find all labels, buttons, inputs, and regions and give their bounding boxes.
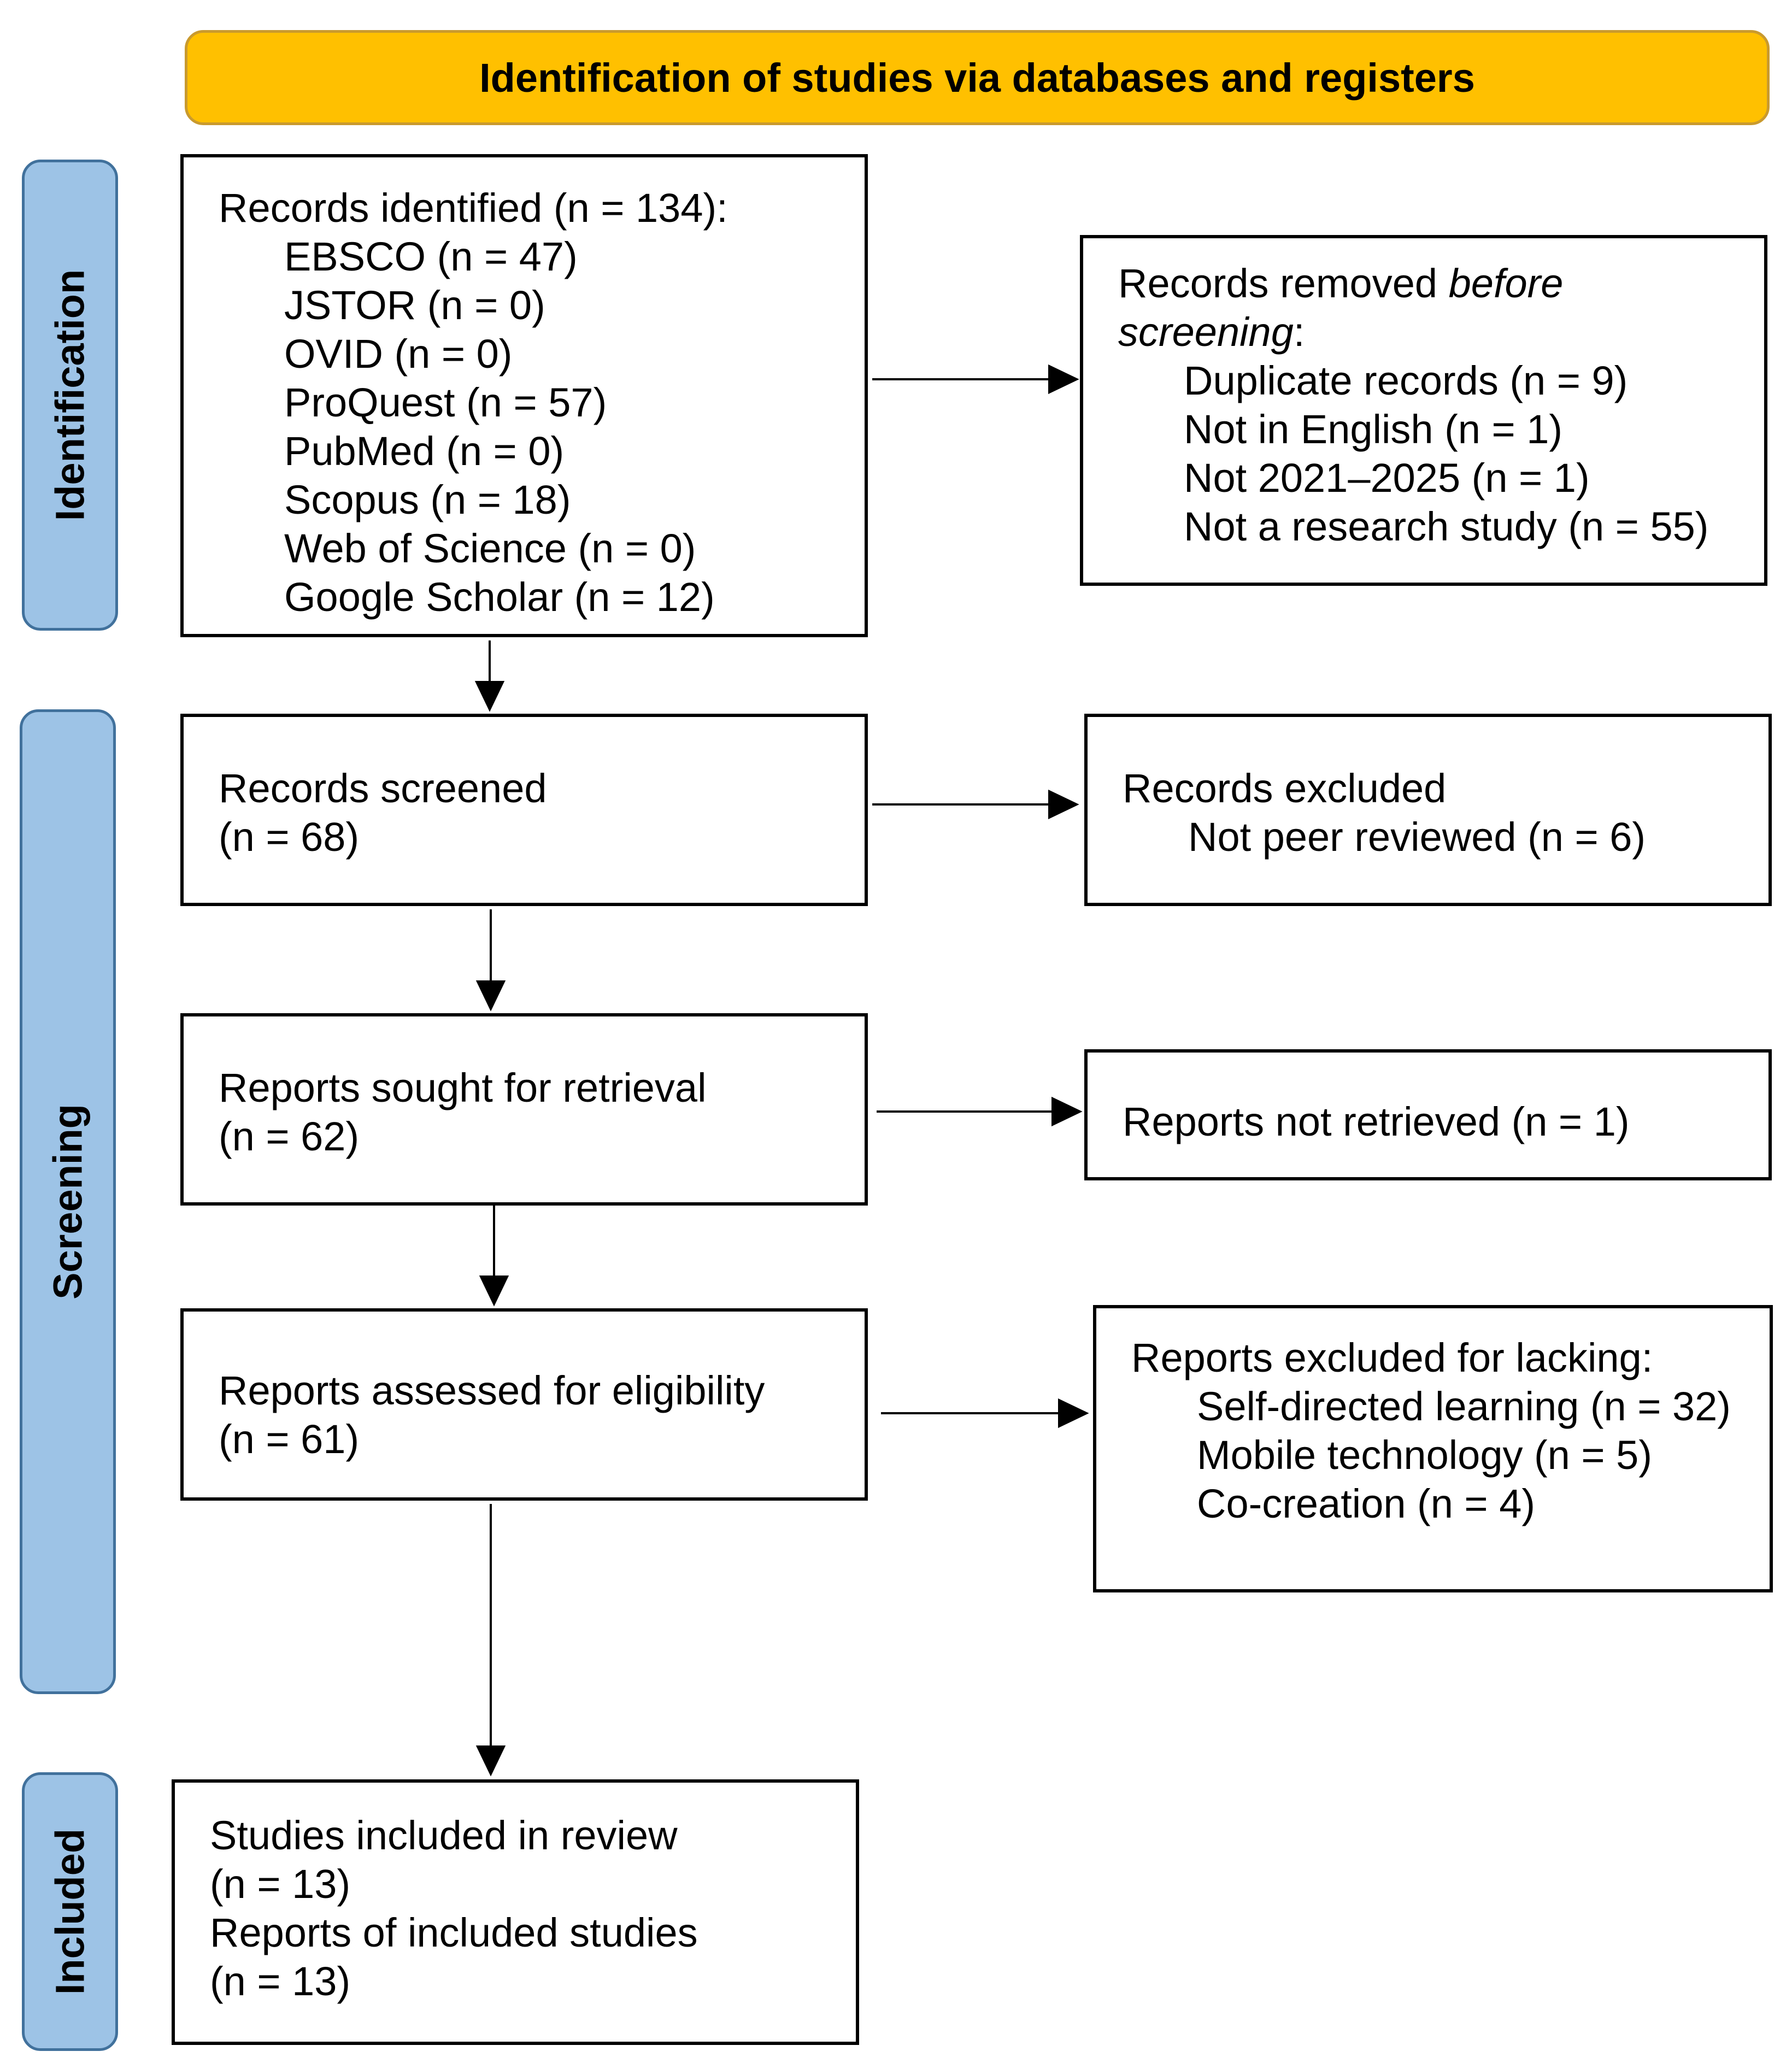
removed-reason-not-english: Not in English (n = 1)	[1184, 407, 1563, 452]
reports-sought-title: Reports sought for retrieval	[219, 1065, 707, 1110]
reports-included-count: (n = 13)	[210, 1959, 351, 2004]
arrowhead-screened-to-sought	[475, 980, 506, 1012]
studies-included-box: Studies included in review (n = 13) Repo…	[172, 1779, 859, 2045]
source-ovid: OVID (n = 0)	[284, 331, 513, 377]
reports-sought-count: (n = 62)	[219, 1114, 360, 1159]
lacking-reason-mobile: Mobile technology (n = 5)	[1197, 1432, 1652, 1478]
removed-reason-not-research: Not a research study (n = 55)	[1184, 504, 1709, 549]
records-identified-title: Records identified (n = 134):	[219, 185, 728, 231]
records-excluded-box: Records excluded Not peer reviewed (n = …	[1084, 714, 1772, 906]
reports-sought-box: Reports sought for retrieval (n = 62)	[180, 1013, 868, 1206]
records-excluded-title: Records excluded	[1123, 766, 1447, 811]
records-screened-box: Records screened (n = 68)	[180, 714, 868, 906]
reports-excluded-lacking-box: Reports excluded for lacking: Self-direc…	[1093, 1305, 1773, 1592]
records-removed-title: Records removed before	[1118, 261, 1564, 306]
studies-included-count: (n = 13)	[210, 1861, 351, 1907]
reports-assessed-box: Reports assessed for eligibility (n = 61…	[180, 1308, 868, 1501]
source-scopus: Scopus (n = 18)	[284, 477, 571, 522]
arrowhead-identified-to-removed	[1048, 364, 1079, 395]
arrowhead-assessed-to-excluded	[1058, 1398, 1089, 1429]
studies-included-title: Studies included in review	[210, 1813, 678, 1858]
reports-included-title: Reports of included studies	[210, 1910, 698, 1955]
removed-reason-duplicates: Duplicate records (n = 9)	[1184, 358, 1628, 403]
phase-included: Included	[22, 1772, 118, 2051]
records-screened-count: (n = 68)	[219, 814, 360, 860]
reports-assessed-title: Reports assessed for eligibility	[219, 1368, 765, 1413]
reports-assessed-count: (n = 61)	[219, 1416, 360, 1462]
banner-title: Identification of studies via databases …	[479, 55, 1475, 101]
excluded-lacking-title: Reports excluded for lacking:	[1131, 1335, 1653, 1380]
records-screened-title: Records screened	[219, 766, 547, 811]
removed-reason-date-range: Not 2021–2025 (n = 1)	[1184, 455, 1590, 501]
lacking-reason-co-creation: Co-creation (n = 4)	[1197, 1481, 1535, 1526]
source-jstor: JSTOR (n = 0)	[284, 283, 545, 328]
records-removed-box: Records removed before screening: Duplic…	[1080, 235, 1767, 586]
excluded-reason-peer-review: Not peer reviewed (n = 6)	[1188, 814, 1646, 860]
source-pubmed: PubMed (n = 0)	[284, 428, 565, 474]
lacking-reason-self-directed: Self-directed learning (n = 32)	[1197, 1384, 1731, 1429]
arrowhead-identified-to-screened	[474, 681, 505, 712]
arrowhead-sought-to-assessed	[479, 1276, 509, 1307]
reports-not-retrieved-title: Reports not retrieved (n = 1)	[1123, 1099, 1630, 1144]
records-identified-box: Records identified (n = 134): EBSCO (n =…	[180, 154, 868, 637]
arrowhead-assessed-to-included	[475, 1745, 506, 1777]
phase-screening: Screening	[20, 709, 116, 1694]
phase-identification: Identification	[22, 160, 118, 631]
identification-banner: Identification of studies via databases …	[185, 30, 1770, 125]
source-ebsco: EBSCO (n = 47)	[284, 234, 578, 279]
source-proquest: ProQuest (n = 57)	[284, 380, 607, 425]
arrowhead-sought-to-not-retrieved	[1051, 1096, 1083, 1127]
source-web-of-science: Web of Science (n = 0)	[284, 526, 696, 571]
arrowhead-screened-to-excluded	[1048, 789, 1079, 820]
reports-not-retrieved-box: Reports not retrieved (n = 1)	[1084, 1049, 1772, 1180]
source-google-scholar: Google Scholar (n = 12)	[284, 574, 715, 620]
